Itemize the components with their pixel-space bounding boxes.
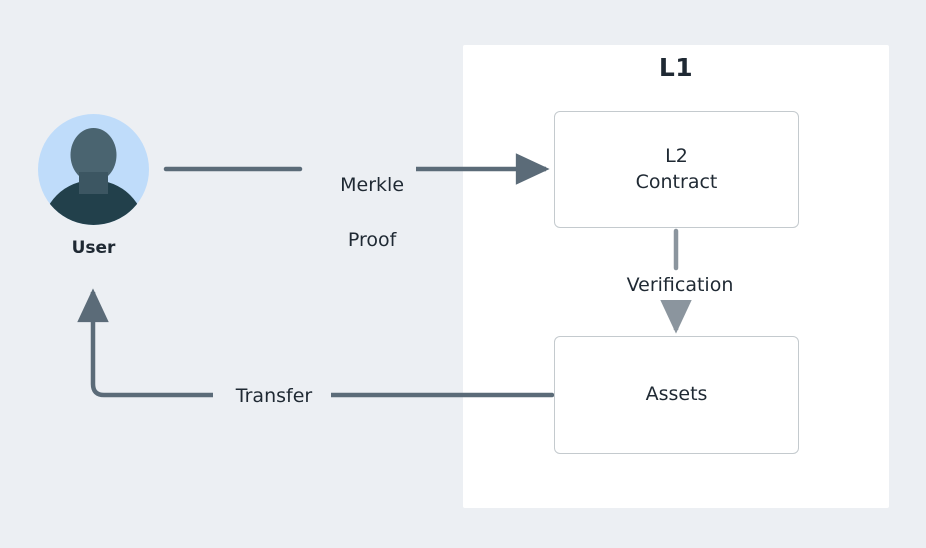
l1-panel-title: L1 <box>658 53 694 82</box>
node-assets-line1: Assets <box>645 383 708 406</box>
user-label: User <box>71 238 116 258</box>
user-avatar-icon <box>38 114 149 225</box>
edge-label-transfer-to-user <box>77 288 213 398</box>
edge-label-merkle-proof: Merkle Proof <box>304 144 416 282</box>
edge-label-merkle-proof-line2: Proof <box>347 228 397 251</box>
edge-label-transfer: Transfer <box>217 383 331 411</box>
node-l2-contract-line2: Contract <box>635 170 718 193</box>
edge-label-merkle-proof-line1: Merkle <box>340 173 405 196</box>
node-l2-contract[interactable]: L2 Contract <box>554 111 799 228</box>
edge-label-verification: Verification <box>607 272 753 300</box>
node-assets[interactable]: Assets <box>554 336 799 454</box>
node-l2-contract-line1: L2 <box>665 144 688 167</box>
